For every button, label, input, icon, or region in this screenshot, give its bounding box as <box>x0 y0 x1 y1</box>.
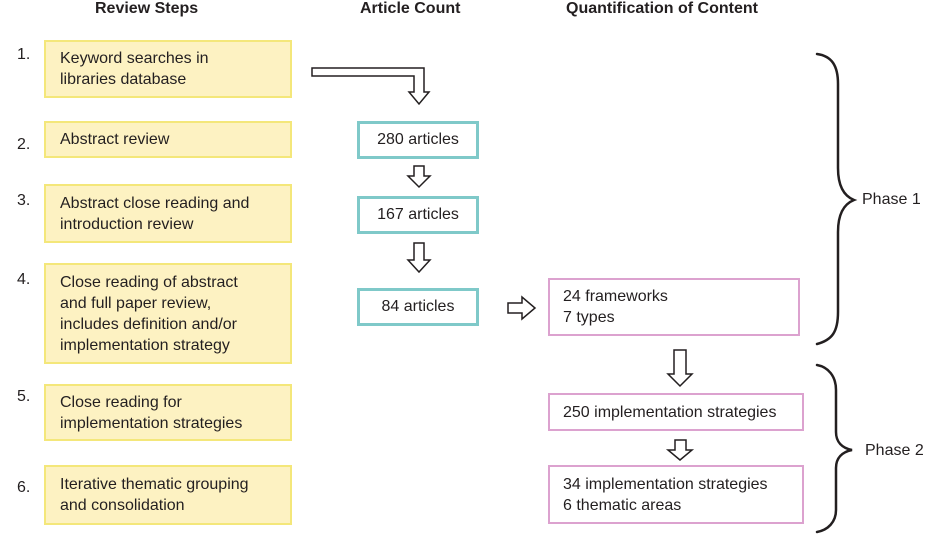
step-number-1: 1. <box>17 46 31 63</box>
down-arrow-icon <box>406 165 432 189</box>
phase-1-brace-icon <box>815 52 858 346</box>
content-thematic-box: 34 implementation strategies 6 thematic … <box>548 465 804 524</box>
step-number-5: 5. <box>17 388 31 405</box>
content-thematic-text: 34 implementation strategies 6 thematic … <box>563 475 768 514</box>
content-strategies-text: 250 implementation strategies <box>563 403 777 421</box>
review-step-5-text: Close reading for implementation strateg… <box>60 393 243 432</box>
review-step-3-text: Abstract close reading and introduction … <box>60 194 250 233</box>
article-count-167: 167 articles <box>357 196 479 234</box>
elbow-arrow-icon <box>311 67 431 106</box>
content-frameworks-text: 24 frameworks 7 types <box>563 288 668 326</box>
content-frameworks-box: 24 frameworks 7 types <box>548 278 800 336</box>
review-step-5: Close reading for implementation strateg… <box>44 384 292 441</box>
review-step-3: Abstract close reading and introduction … <box>44 184 292 243</box>
header-review-steps: Review Steps <box>95 0 199 17</box>
phase-2-brace-icon <box>815 363 853 534</box>
review-step-2: Abstract review <box>44 121 292 158</box>
review-step-2-text: Abstract review <box>60 131 170 148</box>
header-quantification: Quantification of Content <box>566 0 758 17</box>
down-arrow-icon <box>666 349 694 388</box>
down-arrow-icon <box>665 439 695 461</box>
review-step-6-text: Iterative thematic grouping and consolid… <box>60 476 249 514</box>
review-step-1: Keyword searches in libraries database <box>44 40 292 98</box>
header-article-count: Article Count <box>360 0 461 17</box>
review-step-4-text: Close reading of abstract and full paper… <box>60 273 238 354</box>
step-number-3: 3. <box>17 192 31 209</box>
step-number-2: 2. <box>17 136 31 153</box>
right-arrow-icon <box>507 295 537 321</box>
phase-2-label: Phase 2 <box>865 442 924 459</box>
article-count-84: 84 articles <box>357 288 479 326</box>
step-number-4: 4. <box>17 271 31 288</box>
review-step-6: Iterative thematic grouping and consolid… <box>44 465 292 525</box>
review-step-1-text: Keyword searches in libraries database <box>60 50 209 88</box>
review-step-4: Close reading of abstract and full paper… <box>44 263 292 364</box>
phase-1-label: Phase 1 <box>862 191 921 208</box>
step-number-6: 6. <box>17 479 31 496</box>
article-count-280: 280 articles <box>357 121 479 159</box>
content-strategies-box: 250 implementation strategies <box>548 393 804 431</box>
down-arrow-icon <box>406 242 432 274</box>
